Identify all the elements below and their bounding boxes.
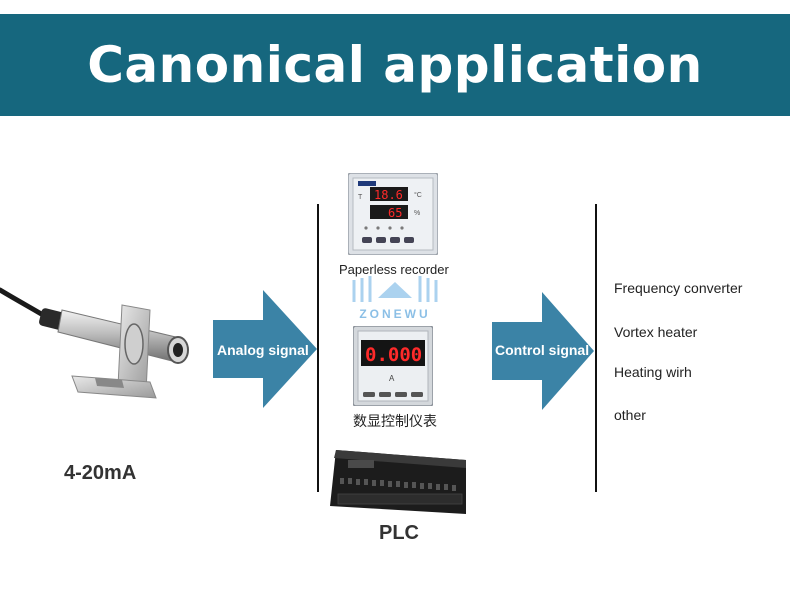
plc-icon	[330, 450, 466, 514]
display-controller-icon: 0.000 A	[353, 326, 433, 406]
svg-text:A: A	[389, 374, 395, 383]
svg-text:%: %	[414, 210, 420, 217]
controller-readout: 0.000	[365, 344, 422, 366]
page-title: Canonical application	[87, 36, 703, 94]
output-item-other: other	[614, 407, 646, 423]
left-divider	[317, 204, 319, 492]
control-signal-label: Control signal	[495, 342, 590, 358]
sensor-icon	[0, 287, 189, 399]
header-banner: Canonical application	[0, 14, 790, 116]
svg-text:T: T	[358, 194, 363, 201]
output-item-frequency-converter: Frequency converter	[614, 280, 743, 296]
watermark-logo-icon: ZONEWU	[352, 276, 438, 321]
recorder-bottom-readout: 65	[388, 206, 402, 220]
display-controller-label: 数显控制仪表	[353, 414, 437, 430]
output-item-heating-wire: Heating wirh	[614, 364, 692, 380]
paperless-recorder-icon: 18.6 65 T °C %	[348, 173, 438, 255]
watermark-text: ZONEWU	[359, 307, 430, 321]
analog-signal-label: Analog signal	[217, 342, 309, 358]
output-item-vortex-heater: Vortex heater	[614, 324, 698, 340]
analog-signal-arrow	[213, 290, 317, 408]
sensor-label: 4-20mA	[64, 462, 137, 484]
right-divider	[595, 204, 597, 492]
svg-text:°C: °C	[414, 191, 422, 199]
paperless-recorder-label: Paperless recorder	[339, 262, 449, 277]
recorder-top-readout: 18.6	[374, 188, 403, 202]
control-signal-arrow	[492, 292, 594, 410]
plc-label: PLC	[379, 522, 419, 544]
